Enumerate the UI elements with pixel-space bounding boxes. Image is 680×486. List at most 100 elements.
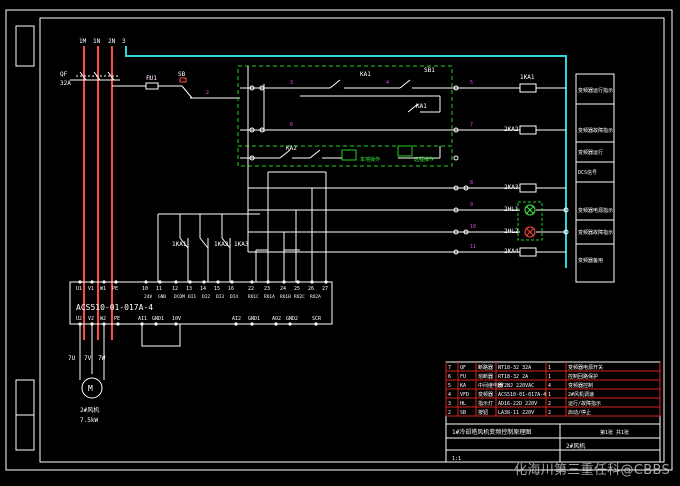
phase-label: 2N [108,38,116,45]
title-block-lower [446,423,660,462]
table-cell: 变频器控制 [568,382,593,389]
terminal-label: 27 [322,286,328,292]
table-cell: 5 [448,383,451,389]
stop-button-icon [179,77,187,83]
selector-switches: 本地操作 远程操作 [341,145,434,163]
description-label: 变频器运行 [578,149,603,156]
table-cell: 7 [448,365,451,371]
contact-label: 1KA1 [172,241,187,248]
table-cell: 6 [448,374,451,380]
dashed-box [237,65,453,167]
terminal-label: 16 [228,286,234,292]
contact-label: 1KA3 [234,241,249,248]
terminal-dot [202,280,206,284]
signal-label: 24V [144,294,152,300]
signal-label: DI3 [216,294,224,300]
terminal-dot [114,280,118,284]
terminal-label: 22 [248,286,254,292]
motor-phase-label: 7U [68,355,76,362]
terminal-dot [78,280,82,284]
drawing-scale: 1:1 [452,456,461,462]
wire-number: 2 [206,90,209,96]
description-label: 变频器故障指示 [578,127,613,134]
terminal-label: W2 [100,316,106,322]
wire-number: 5 [470,80,473,86]
description-label: DCS信号 [578,169,597,176]
terminal-label: AI2 [232,316,241,322]
terminal-label: 26 [308,286,314,292]
table-cell: 2 [548,401,551,407]
terminal-dot [266,280,270,284]
terminal-label: PE [112,286,118,292]
terminal-label: GND1 [248,316,260,322]
relay-coil [519,247,537,257]
relay-coil [519,183,537,193]
terminal-dot [324,280,328,284]
wire-number: 10 [470,224,476,230]
coil-labels: 1KA1 2KA2 2KA3 2HL1 2HL2 2KA4 [504,74,535,255]
phase-label: 1M [79,38,87,45]
terminal-dot [230,280,234,284]
table-cell: 2 [448,410,451,416]
table-cell: HL [460,401,466,407]
terminal-dot [296,280,300,284]
terminal-label: U1 [76,286,82,292]
wire-number: 3 [290,80,293,86]
contact-labels: KA1 SB1 KA1 KA2 1KA1 1KA2 1KA3 [172,67,435,248]
terminal-label: SCR [312,316,322,322]
table-cell: 控制回路保护 [568,373,598,380]
description-label: 变频器备用 [578,257,603,264]
indicator-lamps [524,204,536,238]
table-cell: 2#风机调速 [568,391,594,398]
terminal-dot [174,280,178,284]
terminal-dot [140,322,144,326]
terminal-dot [154,322,158,326]
terminal-dot [116,322,120,326]
signal-label: DI1 [188,294,196,300]
signal-wire [125,46,567,268]
table-cell: 指示灯 [478,400,493,407]
signal-label: DI2 [202,294,210,300]
relay-coil [519,125,537,135]
table-cell: 运行/故障指示 [568,400,601,407]
table-cell: 变频器电源开关 [568,364,603,371]
watermark: 化海川第三重任科@CBBS [514,463,670,478]
contact-label: SB1 [424,67,435,74]
terminal-dot [282,280,286,284]
breaker-rating: 32A [60,80,71,87]
terminal-label: 23 [264,286,270,292]
terminal-dot [250,280,254,284]
terminal-label: V2 [88,316,94,322]
table-cell: 变频器 [478,391,493,398]
terminal-dot [274,322,278,326]
terminal-dot [250,322,254,326]
terminal-dot [310,280,314,284]
motor-symbol: M [88,384,93,393]
description-label: 变频器故障指示 [578,229,613,236]
table-cell: AD16-22D 220V [498,401,537,407]
wire-number: 6 [290,122,293,128]
power-lines [83,46,113,340]
table-cell: 中间继电器 [478,382,503,389]
coil-group [519,83,537,257]
table-cell: NT18-32 32A [498,365,531,371]
motor-power: 7.5kW [80,417,98,424]
terminal-label: 11 [156,286,162,292]
signal-label: GND [158,294,166,300]
table-cell: 1 [548,365,551,371]
motor-phase-label: 7W [98,355,106,362]
motor-icon: M [81,377,103,399]
coil-label: 2HL1 [504,206,519,213]
signal-label: DI4 [230,294,238,300]
wire-number: 7 [470,122,473,128]
terminal-label: 10V [172,316,181,322]
terminal-dot [188,280,192,284]
table-cell: LA38-11 220V [498,410,534,416]
description-labels: 变频器运行指示 变频器故障指示 变频器运行 DCS信号 变频器电源指示 变频器故… [578,87,613,264]
terminal-dot [288,322,292,326]
relay-coil [519,83,537,93]
